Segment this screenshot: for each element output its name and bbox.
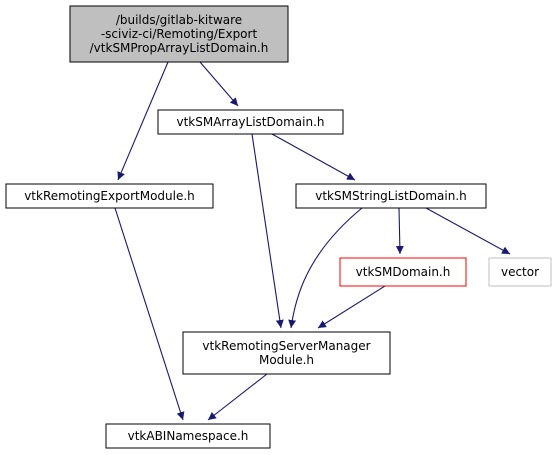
node-string-label-line: vtkSMStringListDomain.h (315, 189, 467, 203)
node-server-label-line: Module.h (259, 353, 314, 367)
node-root-label-line: /builds/gitlab-kitware (116, 13, 242, 27)
node-root[interactable]: /builds/gitlab-kitware-sciviz-ci/Remotin… (69, 5, 289, 63)
node-array[interactable]: vtkSMArrayListDomain.h (157, 109, 344, 135)
node-abi[interactable]: vtkABINamespace.h (105, 423, 271, 449)
node-vector[interactable]: vector (488, 257, 552, 287)
node-vector-box (488, 257, 552, 287)
edge-array-to-string (271, 133, 356, 181)
node-export[interactable]: vtkRemotingExportModule.h (5, 183, 214, 209)
node-export-box (5, 183, 214, 209)
node-domain[interactable]: vtkSMDomain.h (339, 257, 467, 287)
node-vector-label-line: vector (501, 265, 539, 279)
nodes: /builds/gitlab-kitware-sciviz-ci/Remotin… (5, 5, 552, 449)
edge-string-to-domain (395, 207, 404, 255)
edge-string-to-vector (425, 207, 511, 255)
node-string-box (295, 183, 487, 209)
node-abi-label-line: vtkABINamespace.h (128, 429, 249, 443)
edge-root-to-export (117, 61, 169, 181)
node-root-box (69, 5, 289, 63)
edge-domain-to-server (317, 285, 386, 329)
edge-root-to-array (199, 61, 239, 107)
node-root-label-line: /vtkSMPropArrayListDomain.h (90, 41, 269, 55)
edge-export-to-abi (114, 207, 185, 421)
edge-array-to-server (251, 133, 284, 329)
edge-server-to-abi (207, 373, 268, 421)
edges (114, 61, 511, 421)
node-server-label-line: vtkRemotingServerManager (202, 339, 370, 353)
node-root-label-line: -sciviz-ci/Remoting/Export (101, 27, 258, 41)
node-domain-box (339, 257, 467, 287)
node-export-label-line: vtkRemotingExportModule.h (24, 189, 195, 203)
node-abi-box (105, 423, 271, 449)
node-array-label-line: vtkSMArrayListDomain.h (176, 115, 324, 129)
node-array-box (157, 109, 344, 135)
edge-string-to-server (288, 207, 363, 329)
node-domain-label-line: vtkSMDomain.h (356, 265, 451, 279)
node-string[interactable]: vtkSMStringListDomain.h (295, 183, 487, 209)
node-server-box (182, 331, 391, 375)
